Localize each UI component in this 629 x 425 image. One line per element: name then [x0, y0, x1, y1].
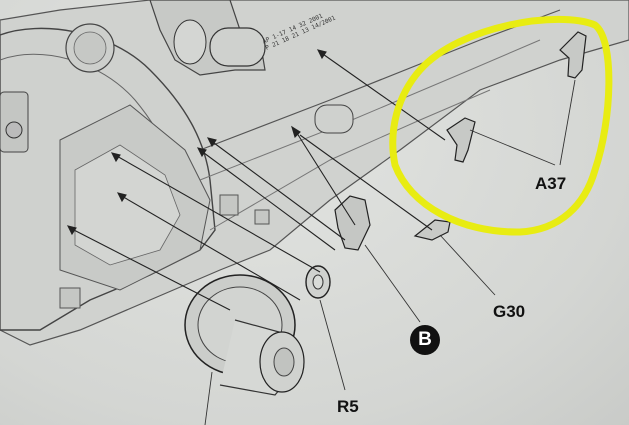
callout-b-label: B — [418, 329, 432, 350]
part-g30 — [413, 219, 451, 241]
hull-cylinder — [314, 104, 354, 134]
callout-a37: A37 — [535, 174, 567, 193]
callout-b-badge: B — [410, 325, 440, 355]
sprocket-hub — [184, 274, 305, 396]
part-a37-left — [446, 117, 476, 163]
callout-g30: G30 — [493, 302, 526, 321]
turret-front-detail — [74, 144, 181, 266]
exhaust-cylinder — [209, 27, 266, 67]
hatch-inner — [73, 31, 107, 65]
part-a37-right — [559, 31, 587, 79]
highlight-circle — [389, 15, 613, 236]
callout-r5: R5 — [337, 397, 359, 416]
part-b — [334, 195, 371, 251]
